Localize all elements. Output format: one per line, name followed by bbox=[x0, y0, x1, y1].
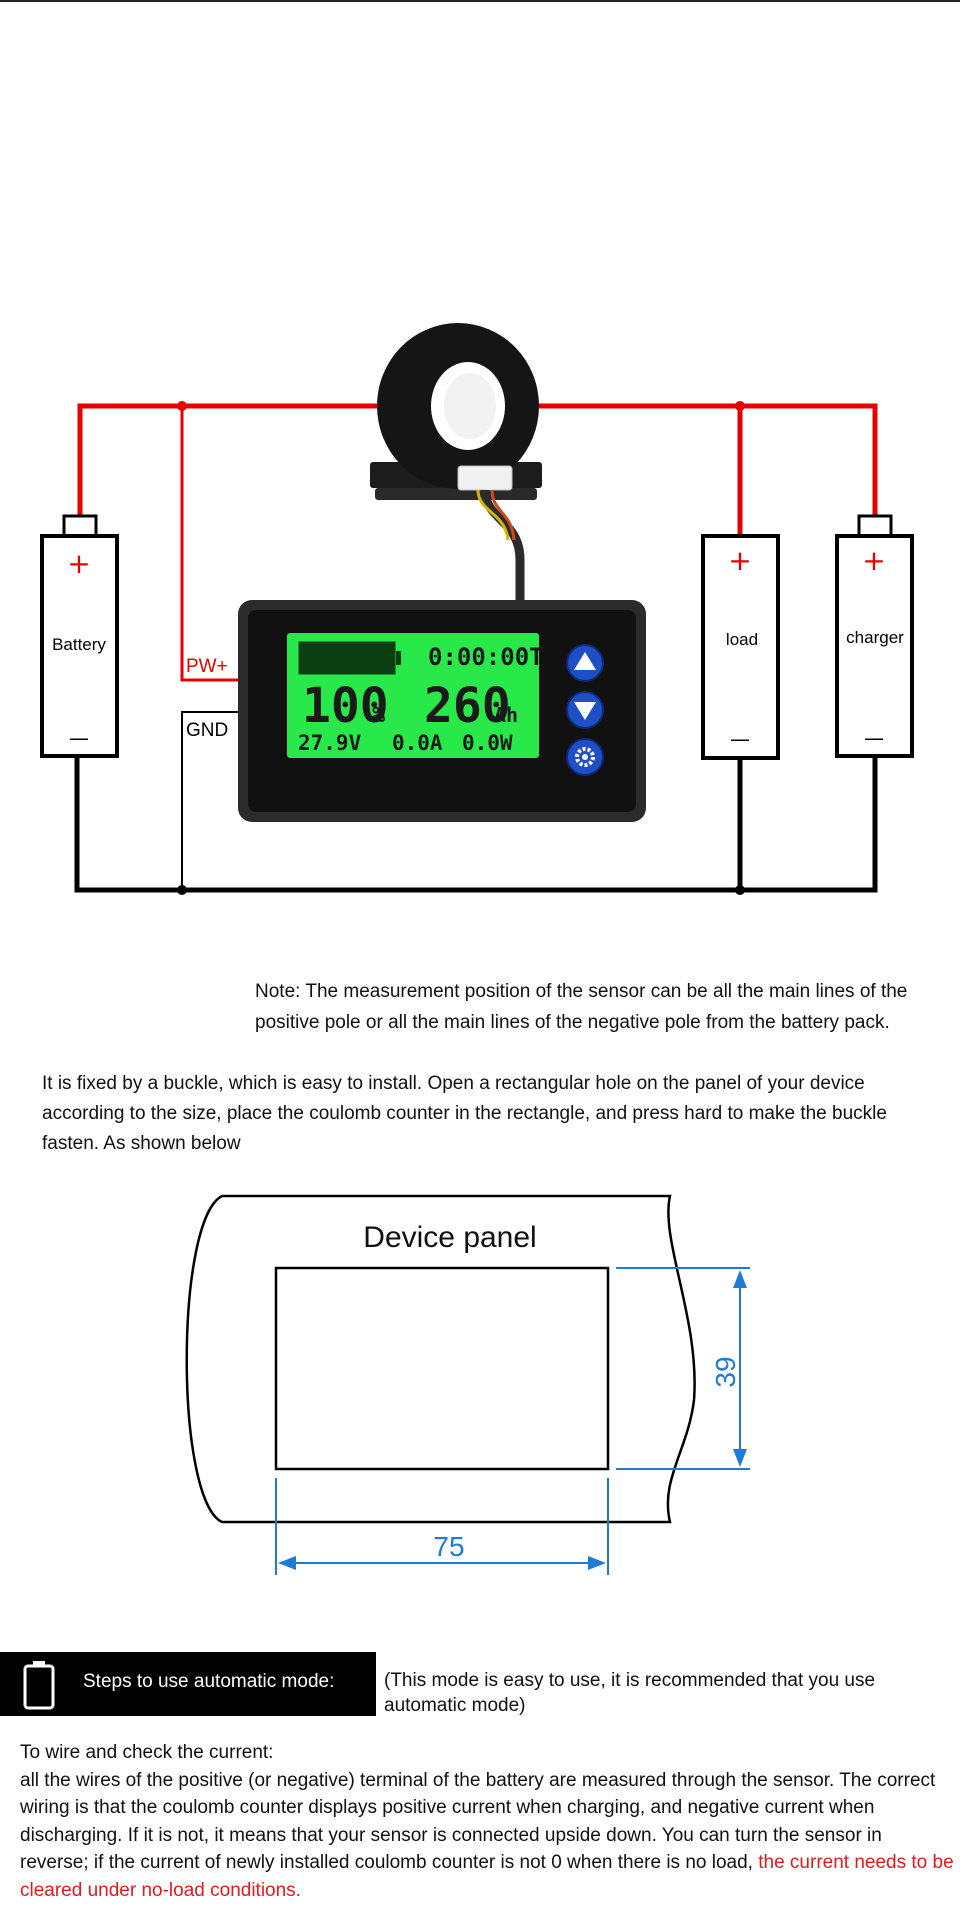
junction-dot bbox=[735, 885, 745, 895]
width-label: 75 bbox=[433, 1531, 464, 1562]
charger-minus-sign: — bbox=[864, 726, 884, 750]
charger-plus-sign: + bbox=[862, 544, 885, 577]
lcd-current: 0.0A bbox=[392, 731, 443, 755]
pw-wire bbox=[180, 406, 238, 682]
instructions-body: all the wires of the positive (or negati… bbox=[20, 1769, 936, 1874]
coulomb-meter: 0:00:00T 100 % 260 Ah 27.9V 0.0A 0.0W bbox=[238, 600, 646, 822]
height-label: 39 bbox=[710, 1356, 741, 1387]
steps-title: Steps to use automatic mode: bbox=[83, 1671, 335, 1692]
pw-label: PW+ bbox=[186, 656, 228, 677]
battery-bar bbox=[298, 641, 396, 675]
down-button bbox=[566, 691, 604, 729]
load-plus-sign: + bbox=[728, 544, 751, 577]
mode-note: (This mode is easy to use, it is recomme… bbox=[384, 1670, 876, 1716]
load-symbol: + load — bbox=[701, 534, 780, 760]
load-label: load bbox=[726, 630, 758, 649]
install-paragraph: It is fixed by a buckle, which is easy t… bbox=[42, 1073, 887, 1154]
steps-header-bar: Steps to use automatic mode: bbox=[0, 1652, 376, 1716]
lcd-capacity-unit: Ah bbox=[494, 703, 518, 727]
note-paragraph: Note: The measurement position of the se… bbox=[255, 981, 908, 1033]
lcd-percent: 100 bbox=[302, 678, 389, 734]
battery-plus-sign: + bbox=[67, 547, 90, 580]
settings-button bbox=[566, 738, 604, 776]
charger-symbol: + charger — bbox=[835, 514, 914, 758]
top-border-line bbox=[0, 0, 960, 2]
junction-dot bbox=[177, 885, 187, 895]
up-button bbox=[566, 644, 604, 682]
current-sensor bbox=[370, 323, 542, 600]
lcd-capacity: 260 bbox=[424, 678, 511, 734]
junction-dot bbox=[735, 401, 745, 411]
battery-icon bbox=[23, 1661, 55, 1710]
battery-symbol: + Battery — bbox=[40, 514, 119, 758]
lcd-voltage: 27.9V bbox=[298, 731, 362, 755]
battery-minus-sign: — bbox=[69, 726, 89, 750]
junction-dot bbox=[177, 401, 187, 411]
charger-label: charger bbox=[846, 628, 904, 647]
cutout-rectangle bbox=[274, 1266, 610, 1471]
wiring-diagram: + Battery — + load — + charger — PW+ GND bbox=[40, 323, 914, 895]
instructions-highlight: the current needs to be cleared under no… bbox=[20, 1852, 954, 1901]
lcd-percent-unit: % bbox=[372, 703, 386, 728]
battery-label: Battery bbox=[52, 635, 106, 654]
panel-title: Device panel bbox=[363, 1221, 536, 1254]
gear-icon bbox=[575, 747, 595, 767]
width-dimension bbox=[275, 1478, 609, 1575]
gnd-wire bbox=[181, 711, 238, 890]
wiring-instructions: To wire and check the current: all the w… bbox=[20, 1739, 955, 1904]
height-dimension bbox=[616, 1267, 750, 1470]
lcd-power: 0.0W bbox=[462, 731, 513, 755]
lcd-timer: 0:00:00T bbox=[428, 643, 544, 671]
negative-wires bbox=[74, 756, 878, 893]
gnd-label: GND bbox=[186, 720, 228, 741]
load-minus-sign: — bbox=[730, 727, 750, 751]
device-panel-diagram: Device panel 39 75 bbox=[185, 1194, 750, 1575]
instructions-heading: To wire and check the current: bbox=[20, 1742, 274, 1763]
